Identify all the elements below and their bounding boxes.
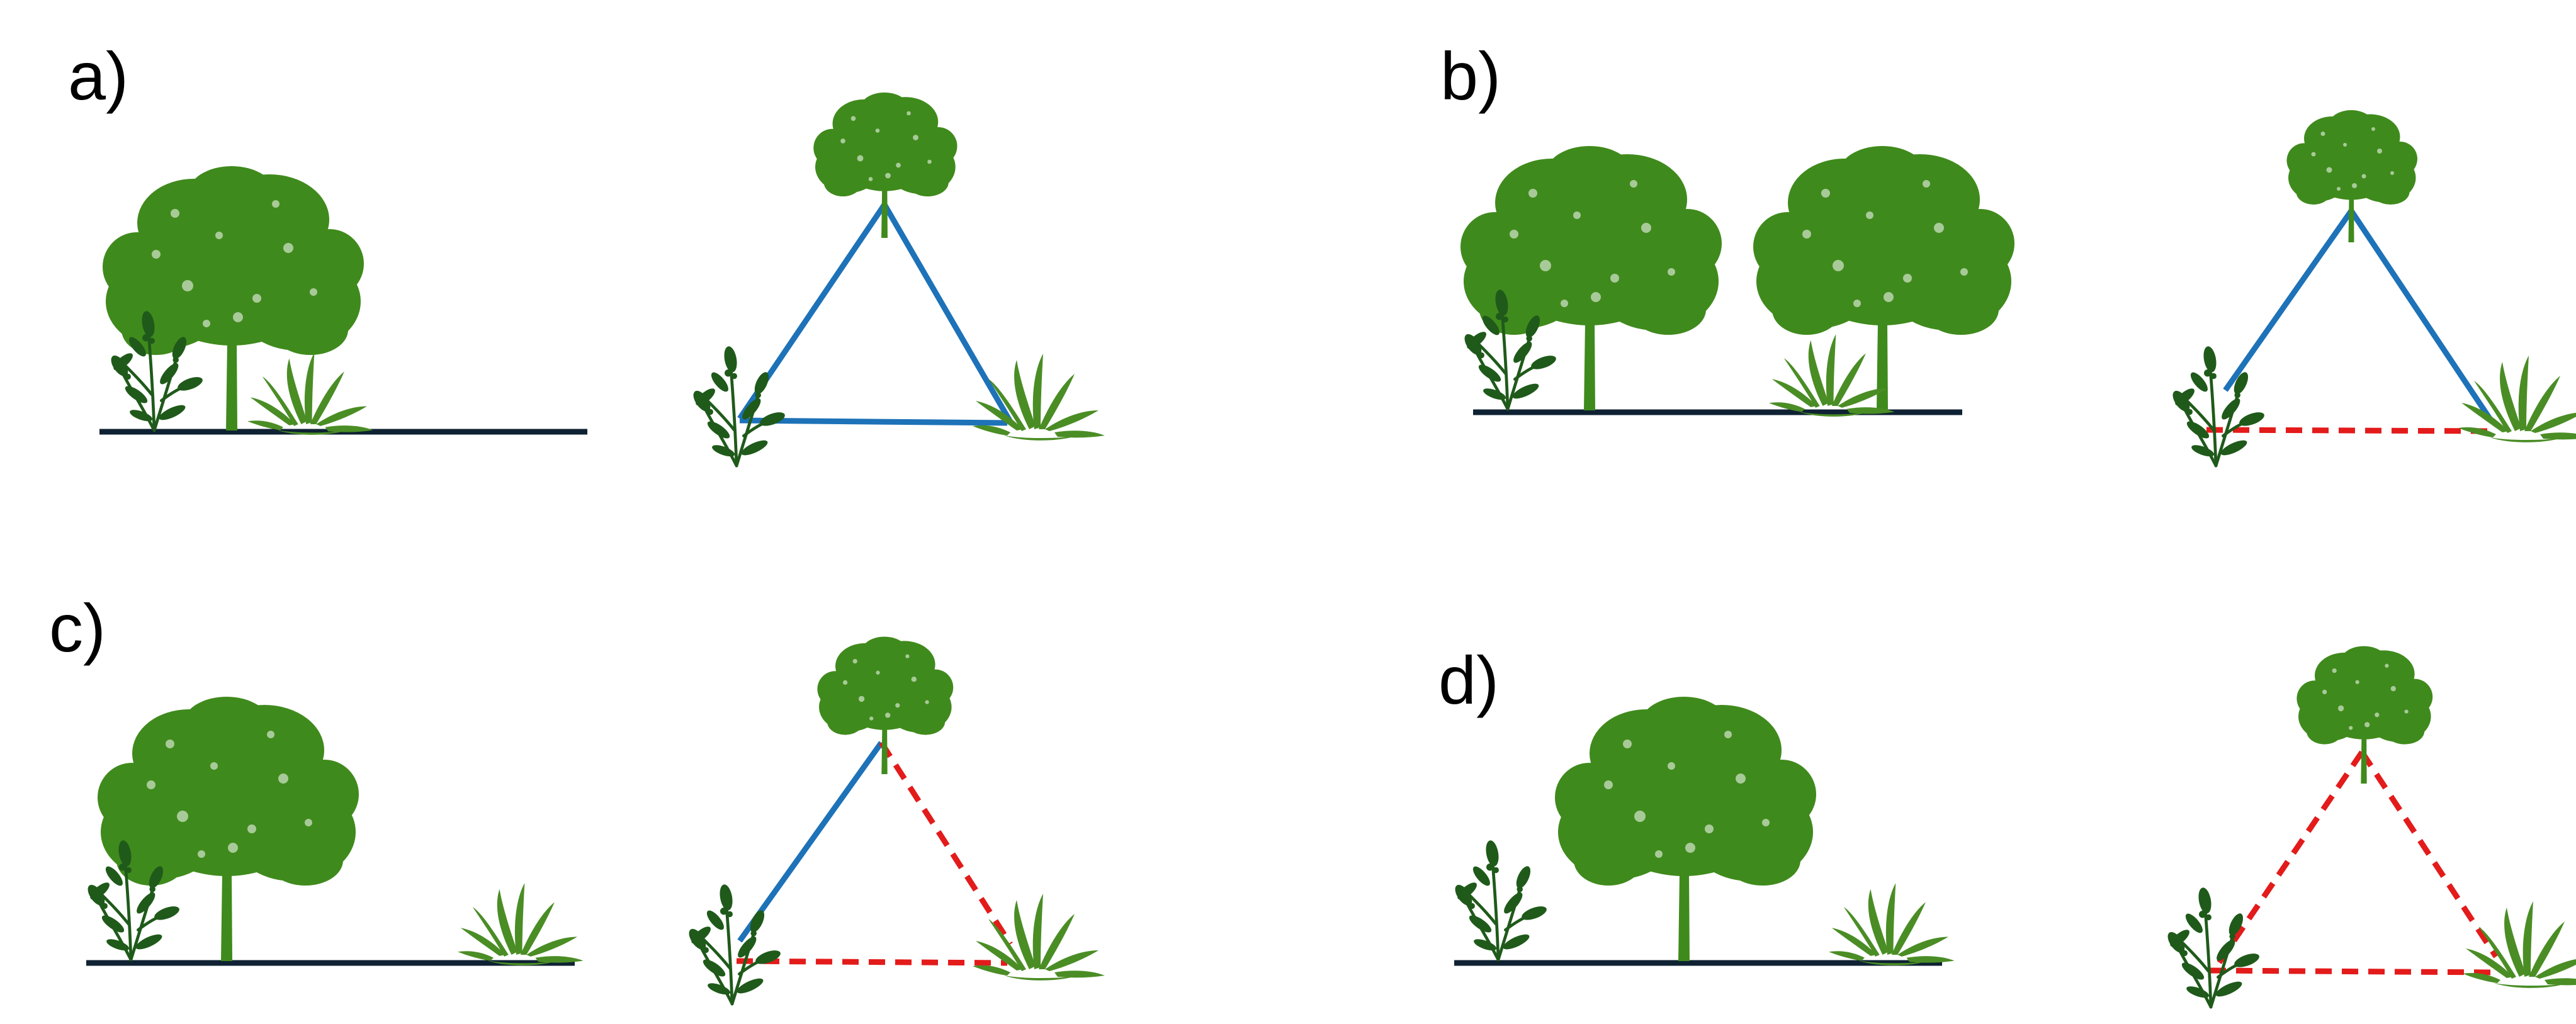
network-d (2164, 646, 2576, 1007)
tree-icon (813, 93, 958, 238)
grass-icon (973, 354, 1105, 441)
herb-icon (690, 346, 786, 466)
grass-icon (458, 883, 584, 965)
panel-label-c: c) (49, 590, 106, 666)
tree-icon (98, 697, 359, 961)
grass-icon (2463, 901, 2576, 988)
scene-a (99, 166, 587, 435)
tree-icon (1460, 146, 1722, 410)
scene-c (84, 697, 584, 966)
edge-tree-grass (879, 741, 1013, 946)
herb-icon (1452, 840, 1548, 960)
panel-b: b) (1440, 38, 2576, 466)
tree-icon (1555, 697, 1816, 961)
panel-label-a: a) (68, 38, 128, 114)
tree-icon (103, 166, 364, 430)
panel-d: d) (1438, 642, 2576, 1007)
tree-icon (817, 636, 954, 774)
tree-icon (2286, 110, 2417, 242)
grass-icon (973, 894, 1105, 981)
grass-icon (1829, 883, 1955, 965)
herb-icon (2164, 887, 2261, 1007)
edge-tree-grass (882, 203, 1013, 424)
panel-a: a) (68, 38, 1105, 466)
network-a (690, 93, 1105, 466)
edge-tree-herb (2212, 750, 2364, 971)
panel-c: c) (49, 590, 1105, 1004)
panel-label-b: b) (1440, 38, 1501, 114)
panel-label-d: d) (1438, 642, 1499, 718)
tree-icon (2296, 646, 2433, 784)
network-c (686, 636, 1105, 1004)
edge-tree-herb (2223, 209, 2354, 392)
grass-icon (247, 352, 373, 435)
herb-icon (2169, 346, 2266, 466)
edge-herb-grass (739, 417, 1008, 426)
edge-herb-grass (2206, 427, 2490, 434)
grass-icon (1769, 334, 1895, 417)
edge-tree-herb (737, 741, 884, 943)
scene-d (1452, 697, 1955, 966)
edge-tree-grass (2359, 750, 2499, 959)
network-b (2169, 110, 2576, 466)
scene-b (1460, 146, 2014, 417)
edge-tree-grass (2349, 209, 2492, 420)
edge-herb-grass (2209, 967, 2495, 976)
edge-herb-grass (736, 958, 1008, 966)
